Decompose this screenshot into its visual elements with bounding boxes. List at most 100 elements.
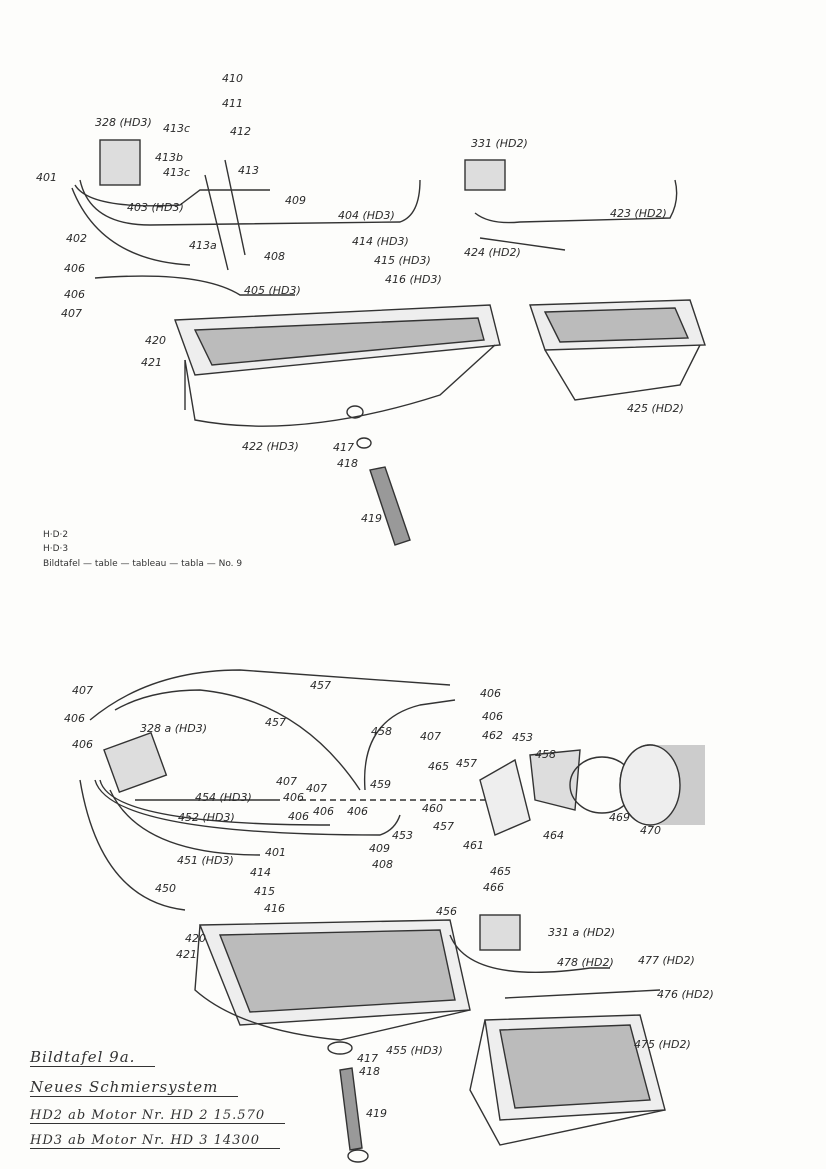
part-number-label: 408	[372, 858, 393, 871]
part-number-label: 417	[357, 1052, 378, 1065]
part-number-label: 420	[185, 932, 206, 945]
part-number-label: 418	[359, 1065, 380, 1078]
part-number-label: 406	[313, 805, 334, 818]
part-number-label: 406	[347, 805, 368, 818]
caption-table-title: Bildtafel — table — tableau — tabla — No…	[43, 559, 243, 569]
part-number-label: 413c	[163, 122, 191, 135]
part-number-label: 407	[72, 684, 93, 697]
handwritten-title: Bildtafel 9a.	[30, 1048, 156, 1067]
part-number-label: 401	[36, 171, 57, 184]
part-number-label: 452 (HD3)	[178, 811, 235, 824]
part-number-label: 456	[436, 905, 457, 918]
part-number-label: 455 (HD3)	[386, 1044, 443, 1057]
part-number-label: 465	[490, 865, 511, 878]
part-number-label: 413b	[155, 151, 183, 164]
part-number-label: 413a	[189, 239, 217, 252]
part-number-label: 457	[265, 716, 286, 729]
part-number-label: 424 (HD2)	[464, 246, 521, 259]
part-number-label: 453	[512, 731, 533, 744]
part-number-label: 458	[535, 748, 556, 761]
part-number-label: 415	[254, 885, 275, 898]
part-number-label: 475 (HD2)	[634, 1038, 691, 1051]
oil-pan-hd3	[174, 304, 501, 427]
part-number-label: 410	[222, 72, 243, 85]
part-number-label: 406	[72, 738, 93, 751]
part-number-label: 421	[176, 948, 197, 961]
part-number-label: 458	[371, 725, 392, 738]
part-number-label: 407	[61, 307, 82, 320]
caption-hd3: H·D·3	[43, 544, 69, 554]
part-number-label: 465	[428, 760, 449, 773]
part-number-label: 415 (HD3)	[374, 254, 431, 267]
part-number-label: 423 (HD2)	[610, 207, 667, 220]
part-number-label: 406	[288, 810, 309, 823]
strainer-419-bottom	[327, 1041, 369, 1163]
part-number-label: 453	[392, 829, 413, 842]
part-number-label: 464	[543, 829, 564, 842]
part-number-label: 416 (HD3)	[385, 273, 442, 286]
handwritten-hd2-note: HD2 ab Motor Nr. HD 2 15.570	[30, 1108, 286, 1124]
pipes-bottom	[79, 669, 705, 911]
part-number-label: 414 (HD3)	[352, 235, 409, 248]
part-number-label: 409	[285, 194, 306, 207]
part-number-label: 469	[609, 811, 630, 824]
part-number-label: 414	[250, 866, 271, 879]
part-number-label: 454 (HD3)	[195, 791, 252, 804]
part-number-label: 328 a (HD3)	[140, 722, 208, 735]
part-number-label: 418	[337, 457, 358, 470]
part-number-label: 476 (HD2)	[657, 988, 714, 1001]
handwritten-subtitle: Neues Schmiersystem	[30, 1078, 239, 1097]
handwritten-hd3-note: HD3 ab Motor Nr. HD 3 14300	[30, 1133, 280, 1149]
pipes-top	[71, 139, 678, 296]
part-number-label: 331 (HD2)	[471, 137, 528, 150]
part-number-label: 450	[155, 882, 176, 895]
part-number-label: 457	[310, 679, 331, 692]
part-number-label: 403 (HD3)	[127, 201, 184, 214]
part-number-label: 417	[333, 441, 354, 454]
part-number-label: 413	[238, 164, 259, 177]
part-number-label: 407	[420, 730, 441, 743]
part-number-label: 406	[283, 791, 304, 804]
part-number-label: 407	[276, 775, 297, 788]
part-number-label: 413c	[163, 166, 191, 179]
part-number-label: 411	[222, 97, 243, 110]
part-number-label: 409	[369, 842, 390, 855]
part-number-label: 406	[482, 710, 503, 723]
caption-hd2: H·D·2	[43, 530, 69, 540]
part-number-label: 328 (HD3)	[95, 116, 152, 129]
part-number-label: 478 (HD2)	[557, 956, 614, 969]
part-number-label: 461	[463, 839, 484, 852]
part-number-label: 402	[66, 232, 87, 245]
part-number-label: 451 (HD3)	[177, 854, 234, 867]
part-number-label: 477 (HD2)	[638, 954, 695, 967]
part-number-label: 416	[264, 902, 285, 915]
oil-pan-bottom-hd2	[449, 914, 666, 1146]
part-number-label: 404 (HD3)	[338, 209, 395, 222]
part-number-label: 419	[361, 512, 382, 525]
part-number-label: 459	[370, 778, 391, 791]
part-number-label: 420	[145, 334, 166, 347]
part-number-label: 457	[456, 757, 477, 770]
part-number-label: 407	[306, 782, 327, 795]
part-number-label: 421	[141, 356, 162, 369]
part-number-label: 406	[64, 262, 85, 275]
part-number-label: 419	[366, 1107, 387, 1120]
part-number-label: 405 (HD3)	[244, 284, 301, 297]
part-number-label: 457	[433, 820, 454, 833]
part-number-label: 406	[64, 712, 85, 725]
part-number-label: 331 a (HD2)	[548, 926, 616, 939]
part-number-label: 406	[64, 288, 85, 301]
part-number-label: 422 (HD3)	[242, 440, 299, 453]
part-number-label: 412	[230, 125, 251, 138]
part-number-label: 401	[265, 846, 286, 859]
strainer-419-top	[346, 405, 411, 546]
part-number-label: 406	[480, 687, 501, 700]
part-number-label: 425 (HD2)	[627, 402, 684, 415]
part-number-label: 462	[482, 729, 503, 742]
oil-pan-bottom-hd3	[194, 919, 471, 1041]
part-number-label: 470	[640, 824, 661, 837]
part-number-label: 466	[483, 881, 504, 894]
part-number-label: 460	[422, 802, 443, 815]
